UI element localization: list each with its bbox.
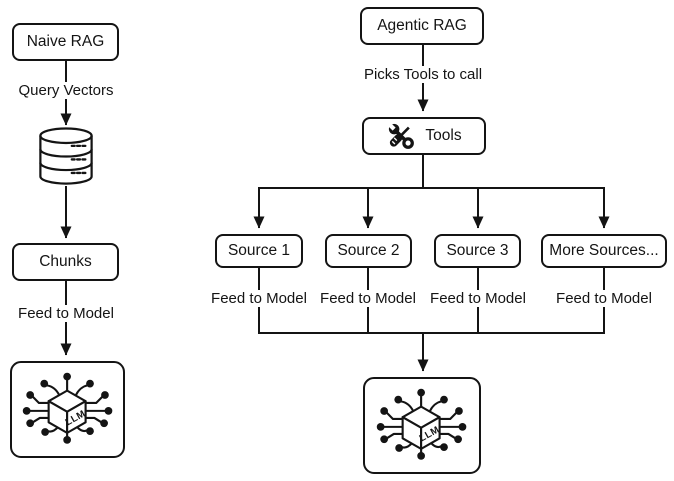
feed-to-model-label-4: Feed to Model [552, 290, 656, 307]
source-3-node: Source 3 [434, 234, 521, 268]
llm-chip-icon: LLM [22, 372, 112, 444]
picks-tools-label: Picks Tools to call [359, 66, 487, 83]
source-4-label: More Sources... [549, 242, 659, 259]
feed-to-model-label-1: Feed to Model [207, 290, 311, 307]
feed-to-model-label-naive: Feed to Model [14, 305, 118, 322]
agentic-rag-label: Agentic RAG [377, 17, 467, 34]
llm-node-naive: LLM [10, 361, 125, 458]
source-1-node: Source 1 [215, 234, 303, 268]
source-4-node: More Sources... [541, 234, 667, 268]
feed-to-model-label-2: Feed to Model [316, 290, 420, 307]
chip-nodes [376, 388, 467, 460]
tools-label: Tools [425, 127, 462, 144]
llm-chip-icon: LLM [376, 388, 467, 460]
source-1-label: Source 1 [227, 242, 291, 259]
chunks-node: Chunks [12, 243, 119, 281]
naive-rag-label: Naive RAG [26, 33, 105, 50]
chip-cube [47, 389, 87, 434]
database-dashes [70, 144, 87, 175]
agentic-rag-node: Agentic RAG [360, 7, 484, 45]
chip-cube [401, 405, 441, 450]
naive-rag-node: Naive RAG [12, 23, 119, 61]
feed-to-model-label-3: Feed to Model [426, 290, 530, 307]
chip-traces [27, 377, 107, 437]
wrench-screwdriver-icon [386, 120, 415, 149]
llm-node-agentic: LLM [363, 377, 481, 474]
query-vectors-label: Query Vectors [14, 82, 118, 99]
tools-content: Tools [386, 120, 462, 152]
source-2-node: Source 2 [325, 234, 412, 268]
database-icon [39, 127, 93, 185]
source-2-label: Source 2 [337, 242, 400, 259]
chip-nodes [22, 372, 112, 444]
chunks-label: Chunks [39, 253, 92, 270]
source-3-label: Source 3 [446, 242, 509, 259]
chip-traces [382, 393, 461, 453]
tools-node: Tools [362, 117, 486, 155]
